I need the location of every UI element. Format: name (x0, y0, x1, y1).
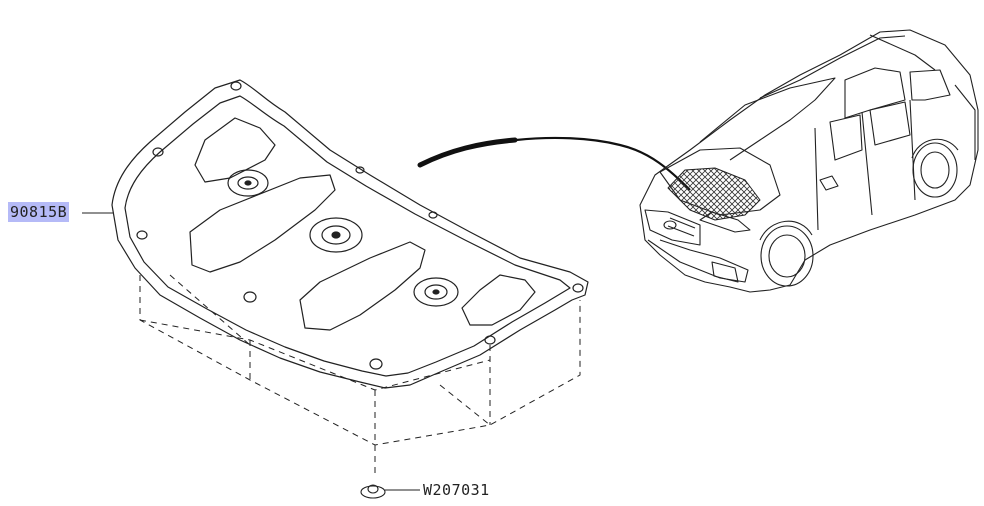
vehicle-illustration (639, 29, 979, 293)
location-pointer-curve (419, 136, 691, 191)
clip-number-callout: W207031 (423, 481, 490, 499)
part-number-callout: 90815B (8, 202, 70, 222)
installation-guide-lines (139, 274, 581, 475)
clip-fastener (360, 484, 420, 499)
part-number-label: 90815B (8, 202, 70, 222)
clip-number-label: W207031 (423, 481, 490, 499)
hood-insulator-location (667, 167, 761, 221)
hood-insulator-pad (111, 79, 589, 389)
